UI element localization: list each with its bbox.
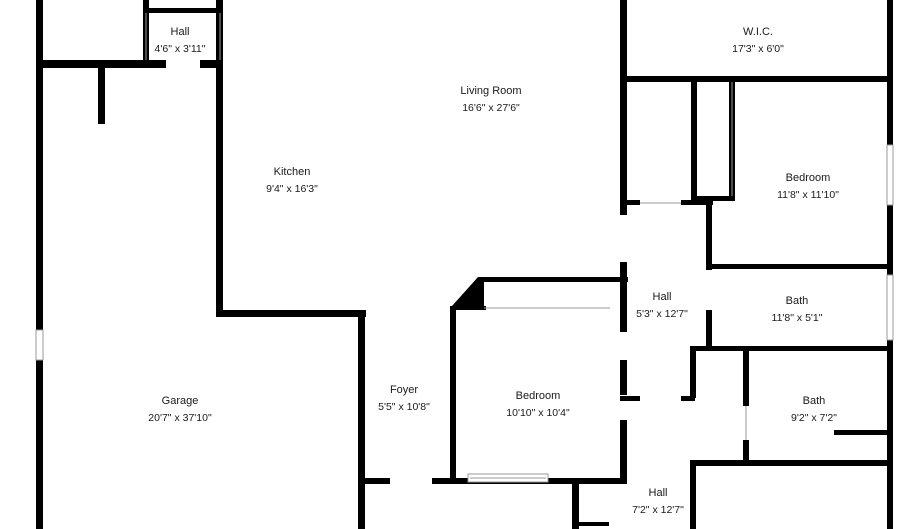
room-garage-dims: 20'7" x 37'10" (148, 412, 212, 424)
room-bath-lower-name: Bath (803, 395, 826, 407)
room-bedroom-center-name: Bedroom (516, 390, 561, 402)
wall-spine-bottom (620, 420, 627, 478)
wall-hall-mid-top2 (681, 200, 713, 205)
room-bath-upper-name: Bath (786, 295, 809, 307)
wall-wic-bottom (620, 76, 892, 82)
wall-bedroom-center-top (478, 277, 628, 282)
wall-hall-top-right (216, 0, 223, 315)
room-foyer-name: Foyer (390, 384, 418, 396)
room-living-dims: 16'6" x 27'6" (462, 102, 520, 114)
room-hall-mid-dims: 5'3" x 12'7" (636, 308, 688, 320)
room-garage-name: Garage (162, 395, 199, 407)
wall-bath-lower-left (743, 346, 749, 406)
room-wic-name: W.I.C. (743, 26, 773, 38)
wall-bedroom-center-diagonal (452, 277, 484, 310)
room-hall-top-dims: 4'6" x 3'11" (155, 43, 206, 55)
wall-hall-lower-left (690, 346, 696, 398)
wall-bedroom-center-left (450, 306, 456, 478)
wall-spine-lower (620, 360, 627, 395)
room-bedroom-center-dims: 10'10" x 10'4" (506, 407, 570, 419)
room-bath-upper-dims: 11'8" x 5'1" (772, 312, 823, 324)
room-kitchen-name: Kitchen (274, 166, 311, 178)
window-left-exterior (35, 329, 44, 361)
wall-bath-lower-left2 (743, 440, 749, 462)
wall-bedroom-right-left (706, 200, 712, 270)
wall-spine-mid (620, 262, 627, 332)
room-kitchen-dims: 9'4" x 16'3" (266, 183, 318, 195)
wall-garage-top-right (200, 60, 223, 68)
wall-hall-lower-mid2 (681, 396, 695, 401)
room-hall-bottom-name: Hall (649, 487, 668, 499)
room-wic-dims: 17'3" x 6'0" (732, 43, 784, 55)
room-hall-bottom-dims: 7'2" x 12'7" (632, 504, 684, 516)
wall-right-exterior-mid (887, 205, 893, 275)
room-bath-lower-dims: 9'2" x 7'2" (791, 412, 837, 424)
wall-hall-bottom-right (690, 460, 696, 529)
room-living-name: Living Room (460, 85, 521, 97)
wall-left-exterior-upper (36, 0, 43, 330)
wall-closet-left (691, 82, 697, 200)
wall-hall-mid-top (620, 200, 640, 205)
wall-bedroom-right-bottom (706, 264, 892, 269)
room-bedroom-right-name: Bedroom (786, 172, 831, 184)
wall-garage-right-upper (98, 60, 105, 124)
wall-bath-lower-tub (834, 430, 892, 435)
walls (36, 0, 893, 529)
window-bath-upper (886, 274, 894, 341)
wall-closet-bottom (691, 196, 735, 201)
wall-hall-top-cap (143, 8, 223, 13)
window-bedroom-right (886, 144, 894, 206)
room-foyer-dims: 5'5" x 10'8" (378, 401, 430, 413)
wall-hall-bottom-floor (579, 522, 609, 526)
wall-spine-upper (620, 0, 627, 215)
wall-right-exterior-upper (887, 0, 893, 145)
wall-bath-upper-bottom (690, 346, 892, 351)
room-hall-mid-name: Hall (653, 291, 672, 303)
wall-hall-bottom-top (572, 478, 627, 484)
wall-hall-bottom-left (572, 478, 579, 529)
room-labels: Hall 4'6" x 3'11" W.I.C. 17'3" x 6'0" Li… (148, 26, 839, 516)
wall-left-exterior-lower (36, 360, 43, 529)
wall-bath-lower-bottom (690, 460, 892, 466)
wall-bath-upper-left (706, 310, 712, 350)
wall-foyer-bottom-left (358, 478, 390, 484)
wall-kitchen-bottom (216, 310, 366, 317)
wall-hall-lower-mid (620, 396, 640, 401)
windows (35, 13, 894, 483)
wall-bedroom-center-top2 (456, 306, 486, 310)
room-hall-top-name: Hall (171, 26, 190, 38)
wall-garage-right (358, 310, 365, 529)
room-bedroom-right-dims: 11'8" x 11'10" (777, 189, 839, 201)
